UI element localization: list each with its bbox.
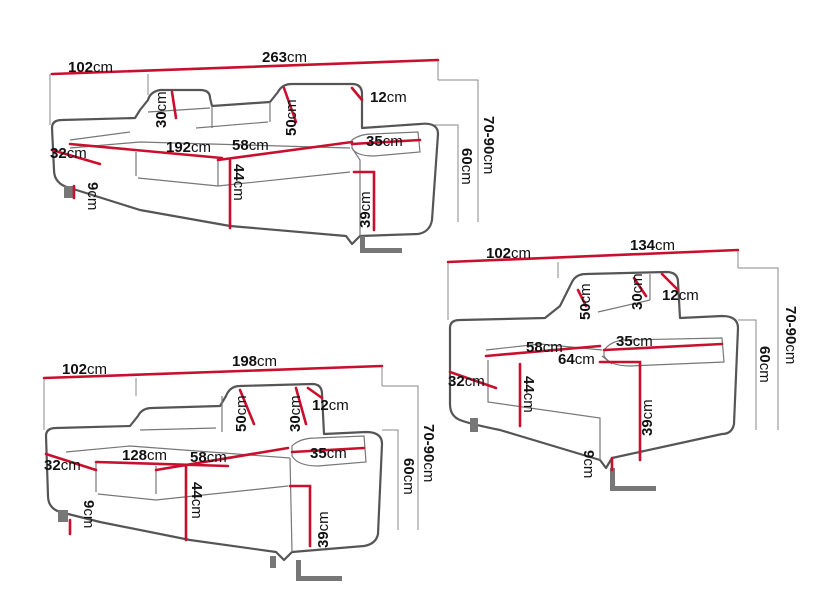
armchair-outline (448, 270, 740, 470)
sofa3-leg-front-right (360, 248, 402, 253)
sofa2-label-headrest-height: 30cm (287, 395, 304, 432)
sofa3-label-seat-depth: 58cm (232, 137, 269, 154)
sofa2-leg-right-post (296, 560, 301, 580)
armchair-label-headrest-thickness: 12cm (662, 287, 699, 304)
sofa2-leg-mid (270, 556, 276, 568)
armchair-leg-left (470, 418, 478, 432)
armchair-label-leg-height: 9cm (580, 450, 597, 478)
sofa3-label-arm-height: 60cm (458, 148, 475, 185)
sofa2-label-depth: 102cm (62, 361, 107, 378)
sofa2-label-leg-height: 9cm (80, 500, 97, 528)
sofa3-label-seat-width: 192cm (166, 139, 211, 156)
sofa2-label-arm-depth: 32cm (44, 457, 81, 474)
armchair-leg-right (610, 486, 656, 491)
sofa2-label-total-height: 70-90cm (420, 424, 437, 482)
sofa2-label-seat-height: 44cm (188, 482, 205, 519)
armchair-label-seat-height: 44cm (520, 376, 537, 413)
armchair-label-width: 134cm (630, 237, 675, 254)
sofa2-label-headrest-width: 50cm (233, 395, 250, 432)
armchair-seat-lines (485, 337, 725, 460)
armchair-red-dimension-lines (446, 248, 740, 472)
armchair-leg-right-post (610, 468, 615, 490)
sofa3-label-arm-depth: 32cm (50, 145, 87, 162)
sofa2-label-seat-width: 128cm (122, 447, 167, 464)
sofa2-label-width: 198cm (232, 353, 277, 370)
sofa3-label-headrest-width: 50cm (283, 99, 300, 136)
sofa2-outline (44, 382, 384, 562)
armchair-backrest-lines (597, 274, 651, 313)
sofa2-backrest-lines (139, 396, 223, 432)
sofa2-label-arm-width: 35cm (310, 445, 347, 462)
sofa3-leg-front-right-post (360, 236, 365, 253)
sofa3-label-width: 263cm (262, 49, 307, 66)
sofa3-arm-lines (351, 131, 421, 157)
sofa2-label-headrest-thickness: 12cm (312, 397, 349, 414)
sofa3-leg-front-left (64, 186, 74, 198)
sofa3-label-side-height: 39cm (357, 191, 374, 228)
armchair-label-headrest-width: 50cm (577, 283, 594, 320)
sofa3-label-arm-width: 35cm (366, 133, 403, 150)
sofa2-leg-right (296, 576, 342, 581)
armchair-label-depth: 102cm (486, 245, 531, 262)
sofa3-label-total-height: 70-90cm (480, 116, 497, 174)
sofa2-red-dimension-lines (42, 364, 384, 548)
armchair-label-headrest-height: 30cm (629, 273, 646, 310)
sofa-2-seat: 102cm 198cm 50cm 30cm 12cm 35cm 70-90cm … (42, 353, 437, 581)
armchair-label-total-height: 70-90cm (782, 306, 799, 364)
sofa3-label-leg-height: 9cm (84, 182, 101, 210)
sofa2-leg-left (58, 510, 68, 522)
sofa3-red-dimension-lines (50, 58, 440, 232)
armchair-label-side-height: 39cm (639, 399, 656, 436)
sofa3-label-headrest-height: 30cm (153, 91, 170, 128)
armchair: 102cm 134cm 50cm 30cm 12cm 35cm 70-90cm … (446, 237, 799, 491)
armchair-label-seat-depth: 58cm (526, 339, 563, 356)
sofa-3-seat: 102cm 263cm 30cm 50cm 12cm 35cm 70-90cm … (49, 49, 497, 253)
sofa2-label-arm-height: 60cm (400, 458, 417, 495)
armchair-label-arm-height: 60cm (756, 346, 773, 383)
sofa2-label-side-height: 39cm (315, 511, 332, 548)
sofa3-label-seat-height: 44cm (230, 164, 247, 201)
sofa2-seat-lines (65, 435, 367, 553)
sofa3-outline (50, 82, 440, 246)
sofa3-label-headrest-thickness: 12cm (370, 89, 407, 106)
armchair-label-seat-width: 64cm (558, 351, 595, 368)
sofa3-backrest-lines (147, 102, 271, 129)
armchair-label-arm-width: 35cm (616, 333, 653, 350)
armchair-label-arm-depth: 32cm (448, 373, 485, 390)
sofa3-seat-lines (69, 131, 361, 236)
sofa3-label-depth: 102cm (68, 59, 113, 76)
sofa2-label-seat-depth: 58cm (190, 449, 227, 466)
